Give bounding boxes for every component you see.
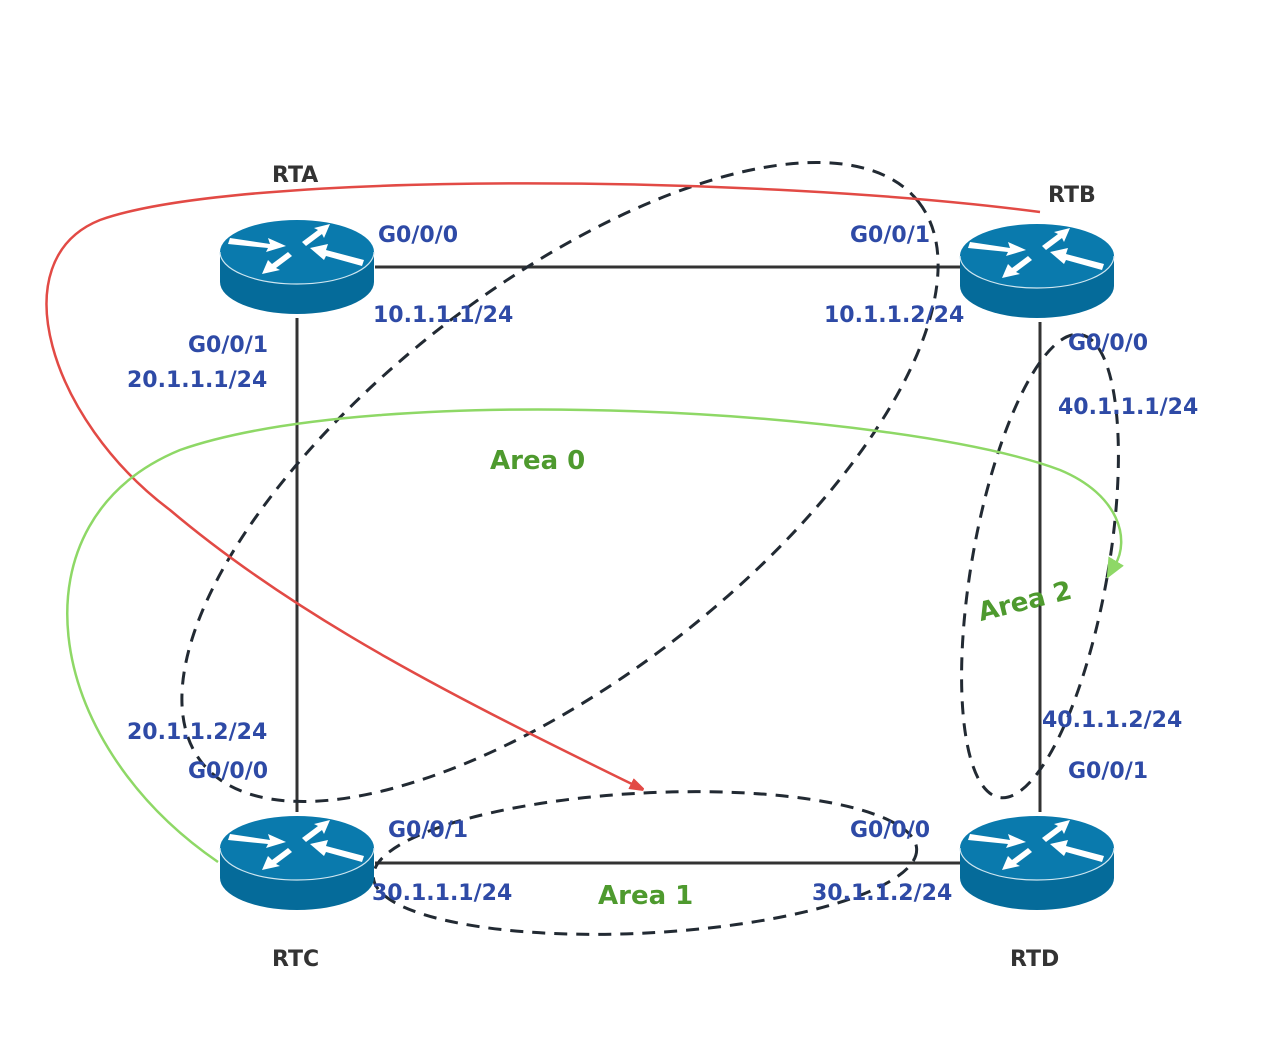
router-name-rta: RTA [272,163,319,188]
red-path-arrow [45,182,1041,788]
router-icon [959,815,1115,911]
rta-g000-label: G0/0/0 [378,223,459,248]
rtb-g000-label: G0/0/0 [1068,331,1149,356]
rtb-ip-10-label: 10.1.1.2/24 [824,303,965,328]
router-name-rtc: RTC [272,947,320,972]
green-path-arrow [66,408,1124,864]
rtc-g001-label: G0/0/1 [388,818,469,843]
router-rta[interactable] [218,214,376,318]
rtd-ip-40-label: 40.1.1.2/24 [1042,708,1183,733]
rtd-ip-30-label: 30.1.1.2/24 [812,881,953,906]
area-1-label: Area 1 [598,881,694,911]
area-0-label: Area 0 [490,446,586,476]
router-rtc[interactable] [218,810,376,914]
router-rtb[interactable] [958,218,1116,322]
router-name-rtd: RTD [1010,947,1060,972]
rta-ip-10-label: 10.1.1.1/24 [373,303,514,328]
rtb-g001-label: G0/0/1 [850,223,931,248]
router-rtd[interactable] [958,810,1116,914]
rtd-g001-label: G0/0/1 [1068,759,1149,784]
rta-ip-20-label: 20.1.1.1/24 [127,368,268,393]
router-name-rtb: RTB [1048,183,1096,208]
rtd-g000-label: G0/0/0 [850,818,931,843]
rtb-ip-40-label: 40.1.1.1/24 [1058,395,1199,420]
router-icon [959,223,1115,319]
rta-g001-label: G0/0/1 [188,333,269,358]
router-icon [219,815,375,911]
rtc-g000-label: G0/0/0 [188,759,269,784]
rtc-ip-20-label: 20.1.1.2/24 [127,720,268,745]
router-icon [219,219,375,315]
area-0-boundary [180,160,940,804]
rtc-ip-30-label: 30.1.1.1/24 [372,881,513,906]
